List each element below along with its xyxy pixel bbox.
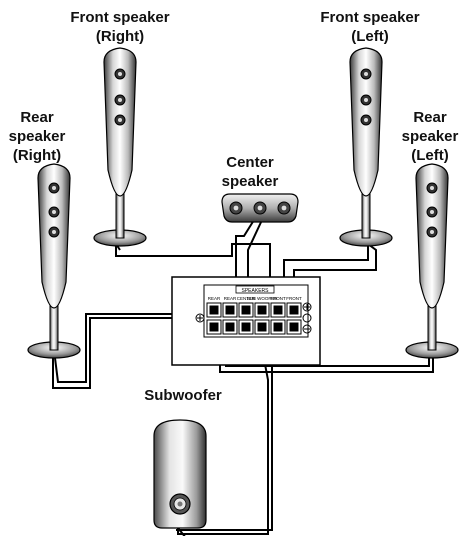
front-left-speaker-label: Front speaker (Left) bbox=[320, 9, 420, 45]
rear-right-speaker-label: Rear speaker (Right) bbox=[8, 109, 66, 164]
rear-left-speaker bbox=[405, 163, 459, 359]
speakers-panel-title: SPEAKERS bbox=[242, 288, 270, 294]
terminal-label-center: CENTER bbox=[237, 296, 256, 301]
polarity-marks bbox=[195, 302, 312, 334]
subwoofer-label: Subwoofer bbox=[144, 387, 222, 404]
front-left-speaker bbox=[339, 47, 393, 247]
terminal-label-rear-2: REAR bbox=[224, 296, 237, 301]
receiver-back-panel: SPEAKERS REAR REAR CENTER SUB WOOFER FRO… bbox=[171, 276, 321, 366]
front-right-speaker bbox=[93, 47, 147, 247]
rear-left-speaker-label: Rear speaker (Left) bbox=[401, 109, 459, 164]
terminal-label-front-1: FRONT bbox=[270, 296, 286, 301]
front-right-speaker-label: Front speaker (Right) bbox=[70, 9, 170, 45]
speaker-terminals bbox=[206, 302, 302, 335]
wire-rear-right bbox=[52, 313, 214, 389]
speakers-panel-tag bbox=[235, 285, 275, 294]
center-speaker bbox=[221, 193, 299, 223]
rear-right-speaker bbox=[27, 163, 81, 359]
speaker-wires bbox=[52, 219, 434, 536]
center-speaker-label: Center speaker bbox=[221, 154, 279, 190]
terminal-label-rear-1: REAR bbox=[208, 296, 221, 301]
terminal-label-subwoofer: SUB WOOFER bbox=[247, 296, 279, 301]
subwoofer bbox=[153, 419, 207, 529]
terminal-label-front-2: FRONT bbox=[286, 296, 302, 301]
